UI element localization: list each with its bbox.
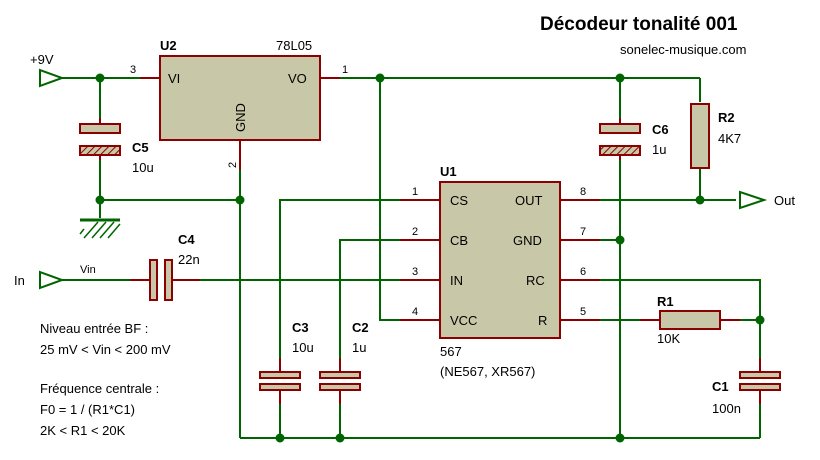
c6-value: 1u <box>652 142 666 157</box>
website-label: sonelec-musique.com <box>620 42 746 57</box>
c3-value: 10u <box>292 340 314 355</box>
u1-pin-cs: CS <box>450 193 468 208</box>
ic-u1: U1 CS CB IN VCC OUT GND RC R 1 2 3 4 8 7… <box>400 164 600 379</box>
u2-pinnum-gnd: 2 <box>227 162 239 168</box>
u1-pinnum-4: 4 <box>412 306 418 318</box>
u1-pin-gnd: GND <box>513 233 542 248</box>
r2-ref: R2 <box>718 110 735 125</box>
u1-ref: U1 <box>440 164 457 179</box>
regulator-u2: U2 78L05 VI VO GND 3 1 2 <box>130 38 348 170</box>
junction-dots <box>95 73 765 443</box>
u1-pin-rc: RC <box>526 273 545 288</box>
schematic-title: Décodeur tonalité 001 <box>540 14 738 35</box>
u2-ref: U2 <box>160 38 177 53</box>
output-label: Out <box>774 193 795 208</box>
u1-pinnum-2: 2 <box>412 226 418 238</box>
capacitor-c1: C1 100n <box>712 358 781 416</box>
u1-pinnum-6: 6 <box>580 266 586 278</box>
c5-ref: C5 <box>132 140 149 155</box>
c6-ref: C6 <box>652 122 669 137</box>
u1-pin-cb: CB <box>450 233 468 248</box>
u1-pinnum-7: 7 <box>580 226 586 238</box>
u2-pinnum-vi: 3 <box>130 64 136 76</box>
c4-value: 22n <box>178 252 200 267</box>
u2-pin-gnd: GND <box>233 103 248 132</box>
u1-pin-in: IN <box>450 273 463 288</box>
u1-pin-r: R <box>538 313 547 328</box>
u1-pin-out: OUT <box>515 193 543 208</box>
output-port: Out <box>739 190 795 210</box>
input-port: In Vin <box>14 264 96 290</box>
u2-pin-vo: VO <box>288 71 307 86</box>
c3-ref: C3 <box>292 320 309 335</box>
supply-label: +9V <box>30 52 54 67</box>
u1-pinnum-5: 5 <box>580 306 586 318</box>
vin-net-label: Vin <box>80 264 96 276</box>
capacitor-c3: C3 10u <box>259 320 314 404</box>
capacitor-c6: C6 1u <box>599 118 669 160</box>
note-level-range: 25 mV < Vin < 200 mV <box>40 342 171 357</box>
capacitor-c5: C5 10u <box>79 118 154 175</box>
u1-alt: (NE567, XR567) <box>440 364 535 379</box>
note-level-title: Niveau entrée BF : <box>40 321 148 336</box>
c2-ref: C2 <box>352 320 369 335</box>
u1-pinnum-1: 1 <box>412 186 418 198</box>
u2-pin-vi: VI <box>168 71 180 86</box>
resistor-r2: R2 4K7 <box>690 103 741 169</box>
c1-ref: C1 <box>712 379 729 394</box>
ground-symbol <box>79 218 121 239</box>
c4-ref: C4 <box>178 232 195 247</box>
resistor-r1: R1 10K <box>640 294 740 346</box>
capacitor-c2: C2 1u <box>319 320 369 404</box>
u2-pinnum-vo: 1 <box>342 64 348 76</box>
u1-pinnum-3: 3 <box>412 266 418 278</box>
r1-value: 10K <box>657 331 680 346</box>
c2-value: 1u <box>352 340 366 355</box>
input-label: In <box>14 273 25 288</box>
capacitor-c4: C4 22n <box>130 232 200 301</box>
supply-port: +9V <box>30 52 65 88</box>
note-freq-title: Fréquence centrale : <box>40 381 159 396</box>
u1-part: 567 <box>440 344 462 359</box>
note-freq-formula: F0 = 1 / (R1*C1) <box>40 402 135 417</box>
u1-pin-vcc: VCC <box>450 313 477 328</box>
note-r1-range: 2K < R1 < 20K <box>40 423 126 438</box>
c5-value: 10u <box>132 160 154 175</box>
u2-part: 78L05 <box>276 38 312 53</box>
u1-pinnum-8: 8 <box>580 186 586 198</box>
c1-value: 100n <box>712 401 741 416</box>
r1-ref: R1 <box>657 294 674 309</box>
notes-block: Niveau entrée BF : 25 mV < Vin < 200 mV … <box>40 321 171 438</box>
r2-value: 4K7 <box>718 131 741 146</box>
